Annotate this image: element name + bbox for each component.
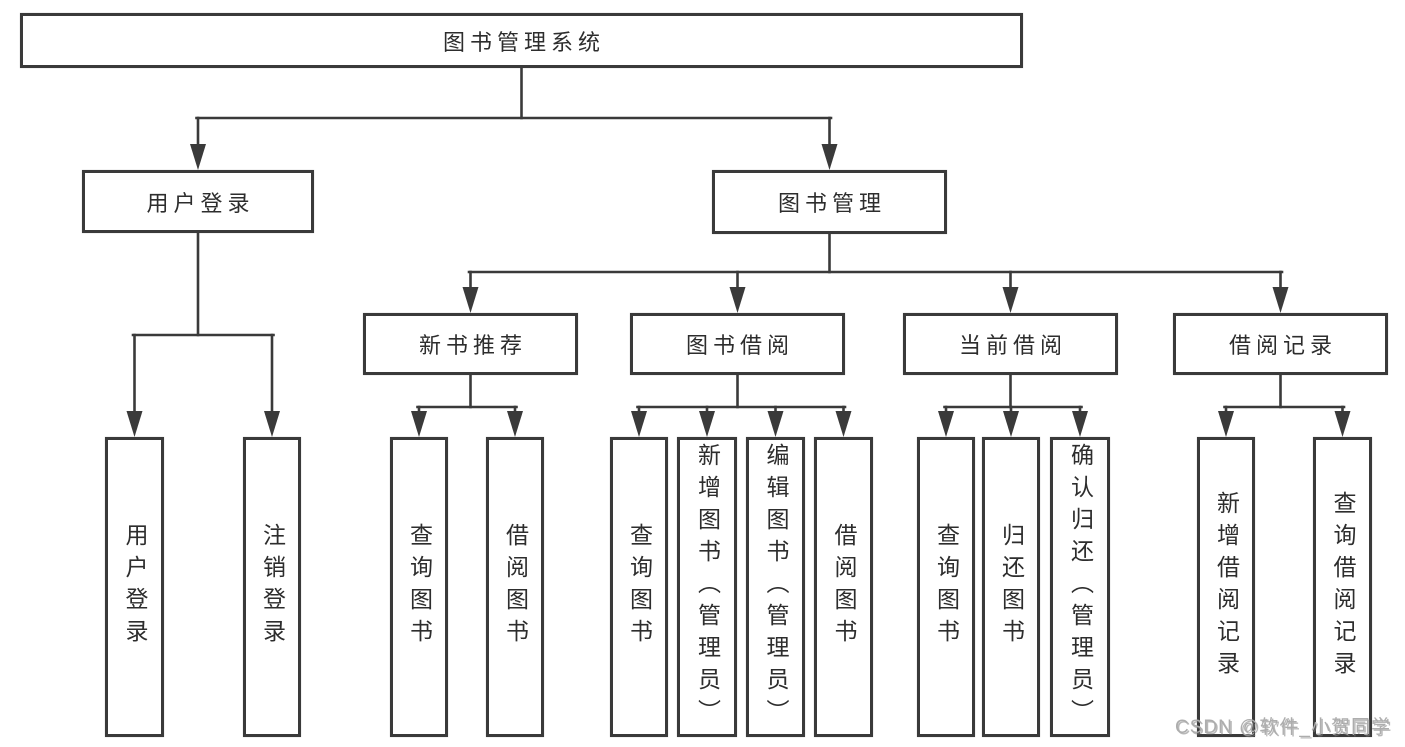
leaf-label: 借阅图书 bbox=[831, 523, 857, 651]
leaf-query-books-recommend: 查询图书 bbox=[390, 437, 448, 737]
leaf-label: 归还图书 bbox=[998, 523, 1025, 651]
leaf-query-books-current: 查询图书 bbox=[917, 437, 975, 737]
leaf-logout: 注销登录 bbox=[243, 437, 301, 737]
node-new-book-recommend: 新书推荐 bbox=[363, 313, 578, 375]
node-user-login-branch: 用户登录 bbox=[82, 170, 314, 233]
node-book-management-branch: 图书管理 bbox=[712, 170, 947, 234]
leaf-label: 编辑图书（管理员） bbox=[763, 443, 789, 731]
node-borrow-records: 借阅记录 bbox=[1173, 313, 1388, 375]
leaf-label: 借阅图书 bbox=[502, 523, 529, 651]
node-root-system: 图书管理系统 bbox=[20, 13, 1023, 68]
leaf-label: 用户登录 bbox=[122, 523, 148, 651]
leaf-query-borrow-record: 查询借阅记录 bbox=[1313, 437, 1372, 737]
leaf-label: 查询图书 bbox=[406, 523, 433, 651]
leaf-return-books: 归还图书 bbox=[982, 437, 1040, 737]
leaf-confirm-return-admin: 确认归还（管理员） bbox=[1050, 437, 1110, 737]
leaf-label: 新增借阅记录 bbox=[1213, 491, 1240, 683]
leaf-label: 新增图书（管理员） bbox=[694, 443, 721, 731]
leaf-label: 查询借阅记录 bbox=[1330, 491, 1356, 683]
node-current-borrow: 当前借阅 bbox=[903, 313, 1118, 375]
leaf-query-books-borrow: 查询图书 bbox=[610, 437, 668, 737]
leaf-add-books-admin: 新增图书（管理员） bbox=[677, 437, 737, 737]
leaf-edit-books-admin: 编辑图书（管理员） bbox=[746, 437, 805, 737]
leaf-label: 确认归还（管理员） bbox=[1067, 443, 1094, 731]
leaf-label: 查询图书 bbox=[626, 523, 653, 651]
leaf-add-borrow-record: 新增借阅记录 bbox=[1197, 437, 1255, 737]
leaf-label: 注销登录 bbox=[259, 523, 286, 651]
node-book-borrow: 图书借阅 bbox=[630, 313, 845, 375]
leaf-user-login: 用户登录 bbox=[105, 437, 164, 737]
leaf-borrow-books: 借阅图书 bbox=[814, 437, 873, 737]
leaf-borrow-books-recommend: 借阅图书 bbox=[486, 437, 544, 737]
leaf-label: 查询图书 bbox=[933, 523, 960, 651]
